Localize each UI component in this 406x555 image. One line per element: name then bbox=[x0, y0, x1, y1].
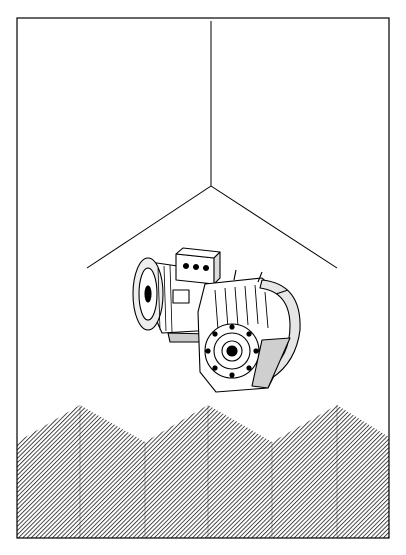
zigzag-hatch-band bbox=[17, 405, 389, 538]
room-corner-lines bbox=[86, 21, 338, 269]
corner-right-line bbox=[210, 185, 338, 269]
corner-left-line bbox=[86, 185, 212, 269]
gear-motor-drawing bbox=[132, 247, 301, 393]
